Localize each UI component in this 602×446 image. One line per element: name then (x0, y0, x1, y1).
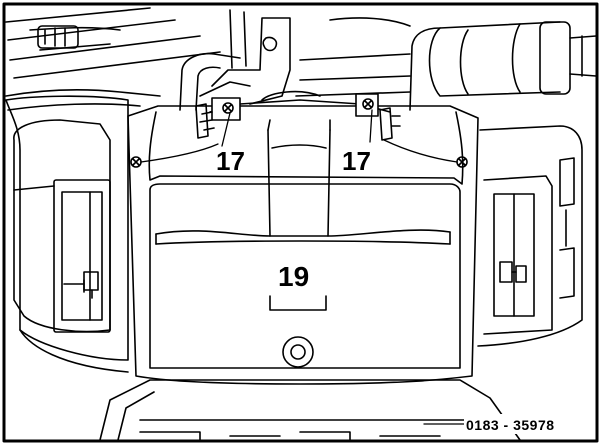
reference-number: 0183 - 35978 (466, 417, 555, 433)
screw-left (222, 102, 234, 114)
callout-housing: 19 (278, 261, 309, 292)
screw-assembly-left (195, 97, 241, 139)
base-frame (99, 379, 521, 441)
left-housing (5, 95, 129, 373)
callout-screw-left: 17 (216, 146, 245, 176)
callout-screw-right: 17 (342, 146, 371, 176)
screw-right (362, 98, 374, 110)
blower-housing (127, 90, 479, 385)
screw-assembly-right (355, 93, 401, 141)
right-housing (477, 125, 583, 347)
upper-assembly (5, 7, 597, 111)
leader-lines (140, 109, 467, 425)
